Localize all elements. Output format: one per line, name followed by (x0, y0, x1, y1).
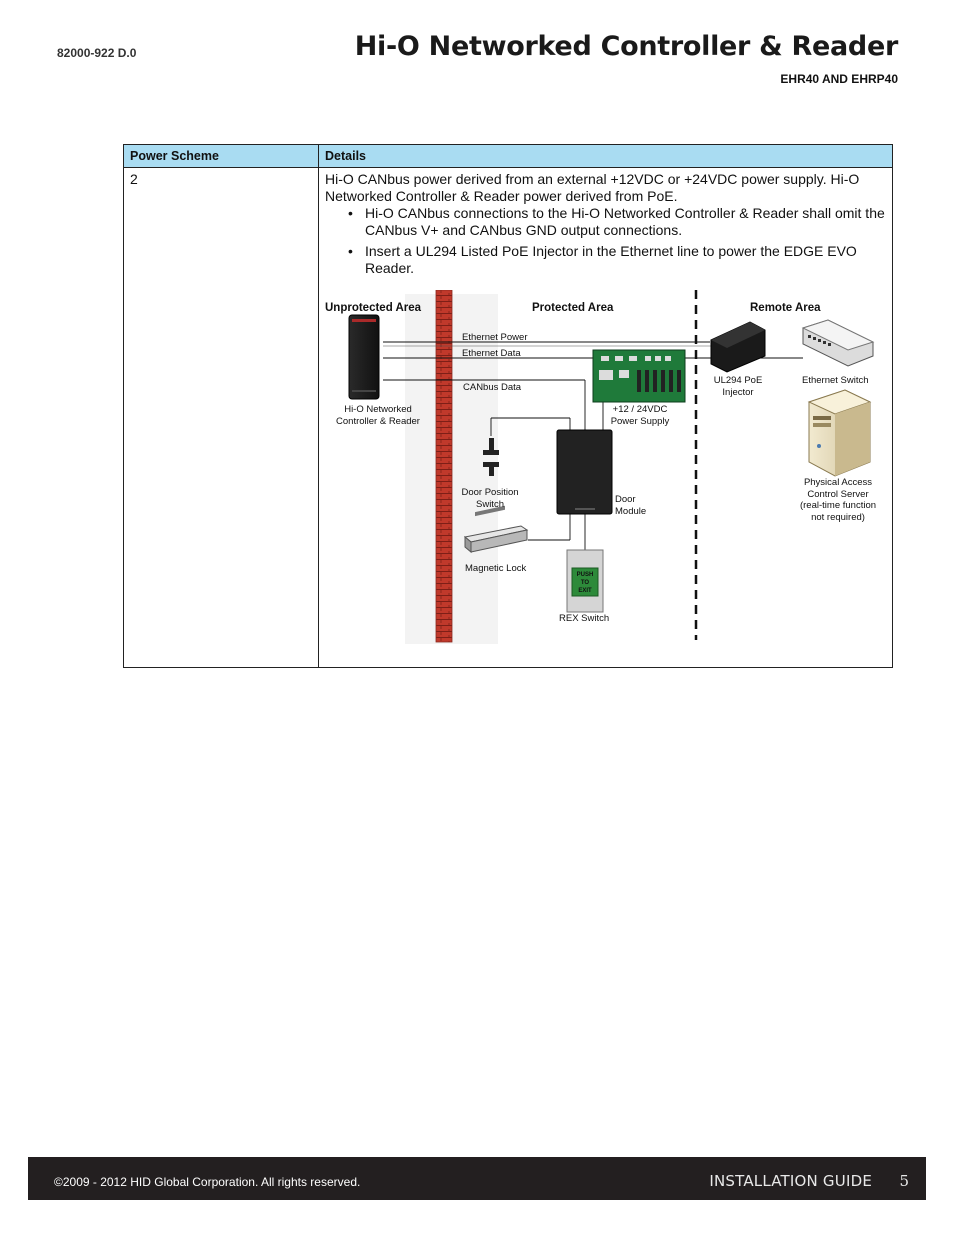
rex-switch-label: REX Switch (559, 613, 610, 624)
server-label-line1: Physical Access (803, 477, 873, 488)
server-label-line2: Control Server (807, 488, 869, 500)
wiring-diagram-graphic (348, 290, 875, 644)
guide-label: INSTALLATION GUIDE (709, 1172, 872, 1190)
reader-label: Hi-O Networked Controller & Reader (329, 404, 427, 427)
door-module-label-line1: Door (615, 494, 636, 505)
reader-label-line2: Controller & Reader (336, 415, 420, 427)
rex-button-text: PUSH TO EXIT (572, 571, 598, 595)
injector-label-line2: Injector (722, 386, 754, 398)
door-module-device (556, 429, 613, 515)
power-supply-label: +12 / 24VDC Power Supply (605, 404, 675, 427)
door-position-switch-label: Door Position Switch (457, 487, 523, 510)
power-supply-label-line1: +12 / 24VDC (612, 404, 668, 415)
scheme-cell: 2 (123, 167, 319, 668)
remote-area-label: Remote Area (750, 302, 821, 314)
brick-wall (435, 290, 453, 643)
door-position-switch-device (483, 438, 499, 476)
page-number: 5 (899, 1172, 909, 1190)
rex-button-line1: PUSH (576, 572, 594, 578)
magnetic-lock-label: Magnetic Lock (465, 563, 527, 574)
server-label-line3: (real-time function (799, 500, 877, 511)
table-row: 2 Hi-O CANbus power derived from an exte… (123, 167, 893, 668)
server-label-line4: not required) (811, 511, 865, 523)
ethernet-power-label: Ethernet Power (462, 332, 528, 343)
power-supply-label-line2: Power Supply (610, 415, 670, 427)
door-module-label: Door Module (615, 494, 646, 517)
copyright-text: ©2009 - 2012 HID Global Corporation. All… (54, 1175, 361, 1189)
header-power-scheme: Power Scheme (123, 144, 319, 168)
bullet-item: Hi-O CANbus connections to the Hi-O Netw… (348, 205, 886, 239)
table-header-row: Power Scheme Details (123, 144, 893, 168)
page-title: Hi-O Networked Controller & Reader (354, 31, 899, 62)
server-label: Physical Access Control Server (real-tim… (795, 477, 881, 523)
ethernet-data-label: Ethernet Data (462, 348, 521, 359)
details-cell: Hi-O CANbus power derived from an extern… (318, 167, 893, 668)
details-bullets: Hi-O CANbus connections to the Hi-O Netw… (325, 205, 886, 277)
protected-area-label: Protected Area (532, 302, 614, 314)
dps-label-line2: Switch (476, 498, 504, 510)
power-scheme-table: Power Scheme Details 2 Hi-O CANbus power… (123, 144, 893, 668)
details-intro: Hi-O CANbus power derived from an extern… (325, 171, 860, 204)
page-subtitle: EHR40 AND EHRP40 (780, 72, 898, 86)
reader-label-line1: Hi-O Networked (344, 404, 412, 415)
injector-label: UL294 PoE Injector (707, 375, 769, 398)
rex-button-line2: TO (580, 580, 590, 586)
dps-label-line1: Door Position (461, 487, 519, 498)
injector-label-line1: UL294 PoE (713, 375, 763, 386)
bullet-item: Insert a UL294 Listed PoE Injector in th… (348, 243, 886, 277)
header-details: Details (318, 144, 893, 168)
controller-reader-device (348, 314, 380, 400)
page-footer: ©2009 - 2012 HID Global Corporation. All… (28, 1157, 926, 1200)
door-module-label-line2: Module (615, 505, 647, 517)
ethernet-switch-label: Ethernet Switch (802, 375, 869, 386)
rex-button-line3: EXIT (578, 588, 592, 594)
document-number: 82000-922 D.0 (57, 46, 137, 60)
unprotected-area-label: Unprotected Area (325, 302, 422, 314)
wiring-diagram: Unprotected Area Protected Area Remote A… (325, 290, 885, 656)
magnetic-lock-device (463, 505, 529, 554)
canbus-data-label: CANbus Data (463, 382, 522, 393)
